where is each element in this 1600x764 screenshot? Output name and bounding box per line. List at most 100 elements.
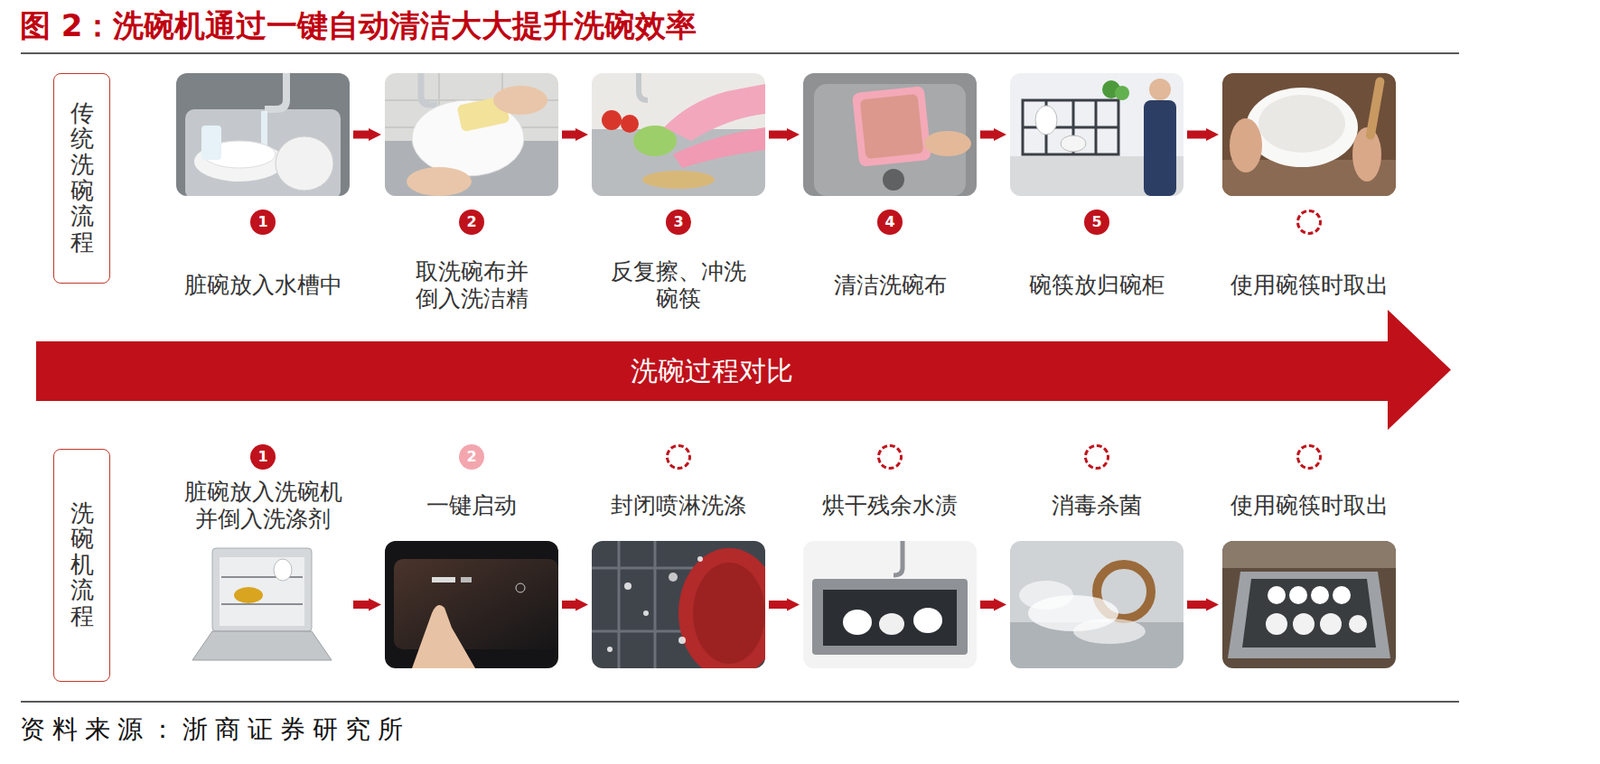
bowl-in-hands-photo xyxy=(1258,94,1346,153)
dish-drawer-photo xyxy=(1265,613,1288,636)
bowl-in-hands-photo xyxy=(1222,73,1396,197)
dish-rack-photo xyxy=(1114,85,1130,101)
spray-washing-photo xyxy=(668,572,678,582)
bowl-in-hands-photo xyxy=(1245,87,1358,168)
photo-slot xyxy=(1010,541,1184,669)
dish-rack-photo xyxy=(1149,78,1171,101)
step-caption: 使用碗筷时取出 xyxy=(1224,492,1395,520)
cleaning-cloth-photo xyxy=(803,73,977,197)
comparison-arrow-band: 洗碗过程对比 xyxy=(36,309,1451,431)
title-rule xyxy=(20,52,1460,55)
control-panel-photo xyxy=(384,541,559,669)
spray-washing-photo xyxy=(697,556,703,562)
flow-arrow xyxy=(768,130,787,140)
row-label-text: 传统洗碗流程 xyxy=(70,101,94,257)
process-step: 2取洗碗布并 倒入洗洁精 xyxy=(384,73,559,313)
dishwasher-photo xyxy=(221,577,303,605)
photo-slot xyxy=(384,541,559,669)
washing-plate-photo xyxy=(384,73,559,197)
sink-dishwasher-photo xyxy=(803,541,977,669)
spray-washing-photo xyxy=(678,548,766,669)
step-number-circle: 5 xyxy=(1084,209,1110,235)
flow-arrow xyxy=(561,600,576,609)
step-number: 4 xyxy=(884,215,895,230)
dishwasher-photo xyxy=(176,541,350,669)
photo-slot xyxy=(384,73,559,197)
process-step: 使用碗筷时取出 xyxy=(1222,73,1396,313)
flow-arrow xyxy=(561,130,576,140)
sink-photo xyxy=(264,73,287,110)
control-panel-photo xyxy=(460,577,472,583)
step-caption: 清洁洗碗布 xyxy=(804,271,975,300)
step-number-circle: 1 xyxy=(250,209,276,235)
bowl-in-hands-photo xyxy=(1229,118,1263,173)
cleaning-cloth-photo xyxy=(803,73,977,197)
gloves-washing-photo xyxy=(601,110,622,131)
spray-washing-photo xyxy=(692,562,766,665)
caption-box: 脏碗放入水槽中 xyxy=(177,258,348,313)
dishwasher-photo xyxy=(176,541,350,669)
step-number-circle: 3 xyxy=(665,209,692,235)
spray-washing-photo xyxy=(591,541,766,669)
caption-box: 碗筷放归碗柜 xyxy=(1011,258,1182,313)
flow-arrow xyxy=(768,600,787,609)
gloves-washing-photo xyxy=(673,127,766,169)
spray-washing-photo xyxy=(607,646,613,653)
gloves-washing-photo xyxy=(591,73,766,197)
row-label: 传统洗碗流程 xyxy=(53,73,111,284)
flow-arrow xyxy=(353,600,369,609)
cleaning-cloth-photo xyxy=(860,93,925,160)
photo-slot xyxy=(176,73,350,197)
source-rule xyxy=(20,701,1460,703)
caption-box: 封闭喷淋洗涤 xyxy=(593,478,764,534)
flow-arrow xyxy=(980,600,994,609)
dish-drawer-photo xyxy=(1289,586,1308,605)
process-step: 使用碗筷时取出 xyxy=(1222,444,1396,669)
dashed-circle xyxy=(877,444,903,470)
cleaning-cloth-photo xyxy=(924,130,972,157)
dashed-circle xyxy=(1296,209,1322,235)
caption-box: 烘干残余水渍 xyxy=(804,478,975,534)
dish-drawer-photo xyxy=(1227,571,1391,659)
step-number-circle: 1 xyxy=(250,444,276,470)
band-text-area: 洗碗过程对比 xyxy=(36,341,1388,402)
dish-rack-photo xyxy=(1010,73,1184,197)
flow-arrow xyxy=(1187,130,1207,140)
sink-photo xyxy=(185,109,341,197)
step-number: 1 xyxy=(257,449,268,465)
control-panel-photo xyxy=(411,605,476,669)
dashed-circle xyxy=(1084,444,1110,470)
caption-box: 消毒杀菌 xyxy=(1011,478,1182,534)
dish-drawer-photo xyxy=(1242,579,1376,648)
dish-drawer-photo xyxy=(1222,541,1396,669)
dish-drawer-photo xyxy=(1332,586,1351,605)
figure-title: 图 2：洗碗机通过一键自动清洁大大提升洗碗效率 xyxy=(19,5,698,46)
flow-arrow xyxy=(353,130,369,140)
spray-washing-photo xyxy=(643,610,649,617)
dish-rack-photo xyxy=(1035,105,1058,135)
photo-slot xyxy=(803,541,977,669)
process-step: 5 碗筷放归碗柜 xyxy=(1010,73,1184,313)
step-number: 2 xyxy=(466,449,477,465)
step-caption: 取洗碗布并 倒入洗洁精 xyxy=(386,258,557,313)
control-panel-photo xyxy=(515,583,525,593)
gloves-washing-photo xyxy=(638,73,648,101)
step-caption: 脏碗放入洗碗机 并倒入洗涤剂 xyxy=(177,478,348,534)
photo-slot xyxy=(1222,73,1396,197)
photo-slot xyxy=(591,541,766,669)
bowl-in-hands-photo xyxy=(1365,76,1385,141)
band-label: 洗碗过程对比 xyxy=(630,353,794,391)
step-number: 5 xyxy=(1091,215,1102,230)
dish-drawer-photo xyxy=(1310,586,1329,605)
sink-dishwasher-photo xyxy=(893,541,903,576)
step-caption: 烘干残余水渍 xyxy=(804,492,975,520)
dish-drawer-photo xyxy=(1292,613,1315,636)
steam-sterilizing-photo xyxy=(1073,618,1146,645)
process-step: 2 一键启动 xyxy=(384,444,559,669)
dishwasher-photo xyxy=(192,631,332,661)
caption-box: 使用碗筷时取出 xyxy=(1224,478,1395,534)
caption-box: 反复擦、冲洗 碗筷 xyxy=(593,258,764,313)
dish-drawer-photo xyxy=(1267,586,1286,605)
step-caption: 一键启动 xyxy=(386,492,557,520)
dish-drawer-photo xyxy=(1222,541,1396,669)
